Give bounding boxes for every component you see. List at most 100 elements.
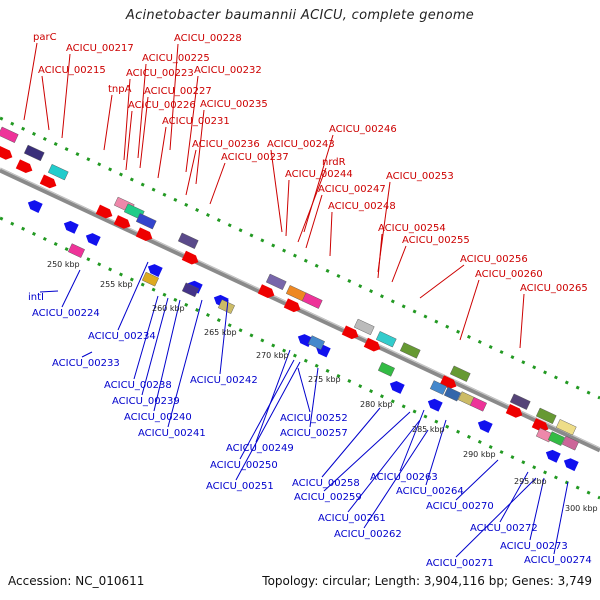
reverse-gene-label: ACICU_00273 xyxy=(500,541,568,552)
forward-leader-line xyxy=(185,149,197,196)
forward-gene-label: ACICU_00255 xyxy=(402,235,470,246)
forward-gene-label: ACICU_00248 xyxy=(328,201,396,212)
feature-box xyxy=(377,362,395,377)
tick-label: 285 kbp xyxy=(412,425,445,434)
forward-leader-line xyxy=(377,233,383,279)
feature-arrow xyxy=(135,227,153,242)
reverse-leader-line xyxy=(141,297,169,396)
forward-gene-label: ACICU_00254 xyxy=(378,223,446,234)
reverse-leader-line xyxy=(499,471,529,523)
forward-gene-label: ACICU_00235 xyxy=(200,99,268,110)
reverse-gene-label: ACICU_00241 xyxy=(138,428,206,439)
forward-gene-label: ACICU_00225 xyxy=(142,53,210,64)
reverse-leader-line xyxy=(235,361,301,481)
reverse-leader-line xyxy=(321,407,381,478)
reverse-gene-label: ACICU_00272 xyxy=(470,523,538,534)
feature-arrow xyxy=(563,458,579,472)
feature-box xyxy=(555,419,577,436)
feature-box xyxy=(353,318,375,336)
forward-leader-line xyxy=(303,134,334,233)
reverse-leader-line xyxy=(309,367,319,428)
forward-gene-label: ACICU_00223 xyxy=(126,68,194,79)
feature-box xyxy=(177,232,199,249)
feature-arrow xyxy=(147,264,163,277)
reverse-gene-label: ACICU_00251 xyxy=(206,481,274,492)
feature-arrow xyxy=(505,404,523,418)
reverse-gene-label: ACICU_00250 xyxy=(210,460,278,471)
forward-leader-line xyxy=(419,264,465,299)
forward-leader-line xyxy=(209,162,226,205)
length-label: Length: xyxy=(374,574,421,588)
forward-gene-label: ACICU_00228 xyxy=(174,33,242,44)
reverse-gene-label: ACICU_00261 xyxy=(318,513,386,524)
reverse-leader-line xyxy=(363,429,429,529)
forward-gene-label: tnpA xyxy=(108,84,132,95)
tick-label: 250 kbp xyxy=(47,260,80,269)
feature-arrow xyxy=(363,337,381,352)
reverse-dotted-track xyxy=(0,216,600,500)
feature-arrow xyxy=(283,298,301,313)
reverse-gene-label: ACICU_00249 xyxy=(226,443,294,454)
tick-label: 280 kbp xyxy=(360,400,393,409)
forward-gene-label: ACICU_00253 xyxy=(386,171,454,182)
feature-box xyxy=(141,271,159,287)
forward-gene-label: ACICU_00237 xyxy=(221,152,289,163)
feature-box xyxy=(375,331,397,348)
forward-gene-label: ACICU_00232 xyxy=(194,65,262,76)
tick-label: 275 kbp xyxy=(308,375,341,384)
tick-label: 290 kbp xyxy=(463,450,496,459)
feature-box xyxy=(535,407,557,425)
feature-box xyxy=(217,299,235,314)
reverse-leader-line xyxy=(323,411,411,492)
reverse-gene-label: ACICU_00242 xyxy=(190,375,258,386)
reverse-gene-label: ACICU_00259 xyxy=(294,492,362,503)
reverse-leader-line xyxy=(297,367,311,413)
forward-dotted-track xyxy=(0,116,600,400)
genes-label: Genes: xyxy=(511,574,554,588)
feature-arrow xyxy=(27,200,43,213)
reverse-gene-label: ACICU_00262 xyxy=(334,529,402,540)
forward-gene-label: ACICU_00231 xyxy=(162,116,230,127)
forward-gene-label: ACICU_00236 xyxy=(192,139,260,150)
forward-leader-line xyxy=(103,94,113,151)
feature-arrow xyxy=(389,381,405,394)
forward-leader-line xyxy=(185,75,199,173)
feature-box xyxy=(561,435,579,451)
reverse-leader-line xyxy=(61,269,81,308)
forward-gene-label: ACICU_00260 xyxy=(475,269,543,280)
genes-value: 3,749 xyxy=(557,574,592,588)
leader-lines xyxy=(23,42,569,558)
feature-arrow xyxy=(0,146,13,160)
feature-box xyxy=(547,431,565,446)
feature-arrow xyxy=(39,174,57,189)
feature-arrow xyxy=(545,449,561,463)
feature-arrow xyxy=(341,325,359,340)
feature-arrow xyxy=(427,398,443,412)
feature-box xyxy=(67,243,85,258)
feature-arrow xyxy=(181,250,199,265)
forward-leader-line xyxy=(139,96,149,169)
forward-leader-line xyxy=(61,53,71,139)
length-value: 3,904,116 bp xyxy=(423,574,504,588)
topology-label: Topology: xyxy=(262,574,319,588)
map-title: Acinetobacter baumannii ACICU, complete … xyxy=(125,8,475,23)
feature-arrow xyxy=(15,159,33,174)
forward-leader-line xyxy=(391,245,407,283)
forward-leader-line xyxy=(157,126,167,179)
forward-gene-labels: parCACICU_00217ACICU_00215ACICU_00228ACI… xyxy=(33,32,588,294)
forward-gene-label: ACICU_00227 xyxy=(144,86,212,97)
forward-gene-label: ACICU_00246 xyxy=(329,124,397,135)
reverse-gene-label: ACICU_00263 xyxy=(370,472,438,483)
feature-box xyxy=(301,292,323,309)
reverse-leader-line xyxy=(347,419,421,513)
reverse-gene-labels: intIACICU_00224ACICU_00234ACICU_00233ACI… xyxy=(28,292,592,569)
genome-stats: Topology: circular; Length: 3,904,116 bp… xyxy=(262,574,592,588)
feature-arrow xyxy=(95,204,113,219)
feature-box xyxy=(307,335,325,350)
reverse-gene-label: ACICU_00224 xyxy=(32,308,100,319)
reverse-leader-line xyxy=(529,477,545,541)
reverse-leader-line xyxy=(255,349,291,443)
